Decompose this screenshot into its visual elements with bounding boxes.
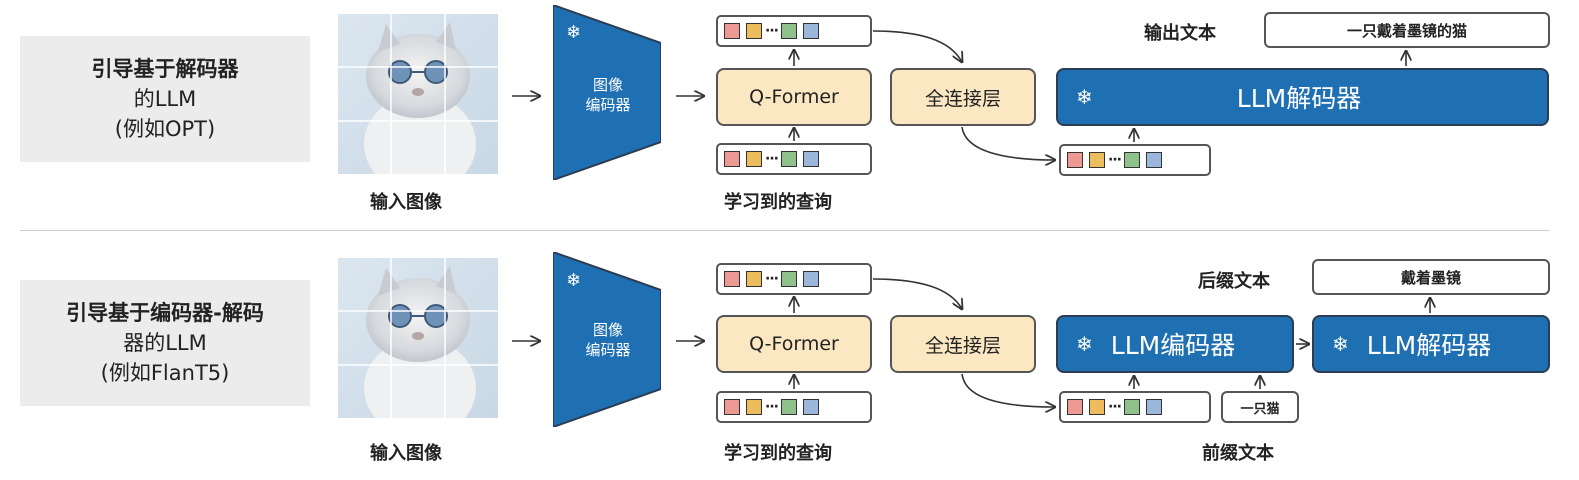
bottom-image-encoder [553, 252, 661, 427]
bottom-suffix-caption: 后缀文本 [1198, 271, 1270, 292]
top-qformer: Q-Former [716, 68, 872, 126]
top-label-line-1: 引导基于解码器 [91, 57, 239, 81]
top-label-line-2: 的LLM [133, 87, 197, 111]
bottom-llm-encoder-label: LLM编码器 [1110, 331, 1236, 360]
top-llm-decoder-label: LLM解码器 [1236, 84, 1362, 113]
snowflake-icon: ❄ [1076, 85, 1093, 109]
top-output-caption: 输出文本 [1144, 23, 1216, 44]
bottom-qformer-output-tokens: ··· [716, 263, 872, 295]
bottom-fc-layer: 全连接层 [890, 315, 1036, 373]
bottom-input-caption: 输入图像 [370, 443, 442, 464]
top-label-line-3: (例如OPT) [114, 117, 216, 141]
bottom-qformer: Q-Former [716, 315, 872, 373]
bottom-llm-decoder: ❄ LLM解码器 [1312, 315, 1550, 373]
top-projected-tokens: ··· [1059, 144, 1211, 176]
snowflake-icon: ❄ [566, 270, 582, 291]
bottom-llm-decoder-label: LLM解码器 [1366, 331, 1492, 360]
top-learned-queries: ··· [716, 143, 872, 175]
top-input-image [338, 14, 498, 174]
top-output-text: 一只戴着墨镜的猫 [1264, 12, 1550, 48]
top-llm-decoder: ❄ LLM解码器 [1056, 68, 1549, 126]
arrow-icon [872, 278, 962, 309]
top-encoder-label: 图像 编码器 [585, 76, 631, 114]
bottom-label-line-3: (例如FlanT5) [100, 361, 230, 385]
bottom-input-image [338, 258, 498, 418]
bottom-section-label: 引导基于编码器-解码 器的LLM (例如FlanT5) [20, 280, 310, 406]
snowflake-icon: ❄ [1332, 332, 1349, 356]
snowflake-icon: ❄ [566, 22, 582, 43]
bottom-encoder-label: 图像 编码器 [585, 321, 631, 359]
top-fc-layer: 全连接层 [890, 68, 1036, 126]
arrow-icon [961, 373, 1055, 407]
bottom-prefix-caption: 前缀文本 [1202, 443, 1274, 464]
bottom-projected-tokens: ··· [1059, 391, 1211, 423]
top-input-caption: 输入图像 [370, 192, 442, 213]
section-divider [20, 230, 1550, 231]
bottom-suffix-text: 戴着墨镜 [1312, 259, 1550, 295]
top-qformer-output-tokens: ··· [716, 15, 872, 47]
top-image-encoder [553, 5, 661, 180]
bottom-prefix-text: 一只猫 [1221, 391, 1299, 423]
snowflake-icon: ❄ [1076, 332, 1093, 356]
arrow-icon [872, 30, 962, 62]
bottom-learned-queries: ··· [716, 391, 872, 423]
arrow-icon [961, 126, 1055, 160]
bottom-label-line-2: 器的LLM [123, 331, 207, 355]
bottom-queries-caption: 学习到的查询 [724, 443, 832, 464]
top-section-label: 引导基于解码器 的LLM (例如OPT) [20, 36, 310, 162]
bottom-llm-encoder: ❄ LLM编码器 [1056, 315, 1294, 373]
top-queries-caption: 学习到的查询 [724, 192, 832, 213]
bottom-label-line-1: 引导基于编码器-解码 [66, 301, 264, 325]
